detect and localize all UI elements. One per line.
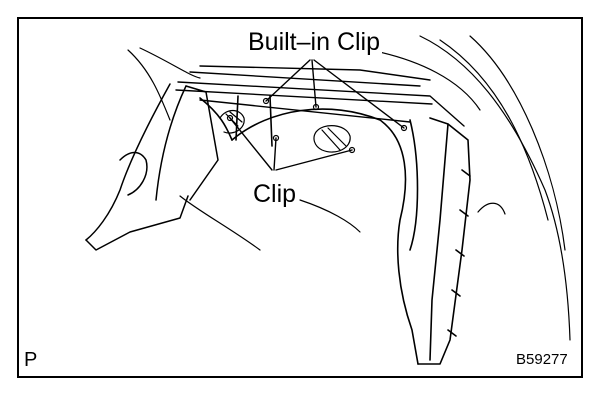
corner-mark: P	[24, 349, 38, 371]
left-trim-panel	[85, 83, 219, 251]
figure-frame	[17, 17, 583, 378]
quarter-trim-panel	[199, 95, 471, 365]
clip-callout: Clip	[251, 180, 299, 208]
clip-details	[219, 97, 408, 154]
leader-lines	[229, 59, 405, 171]
figure-code: B59277	[516, 351, 568, 368]
built-in-clip-callout: Built–in Clip	[246, 28, 383, 56]
body-outline	[127, 35, 571, 341]
